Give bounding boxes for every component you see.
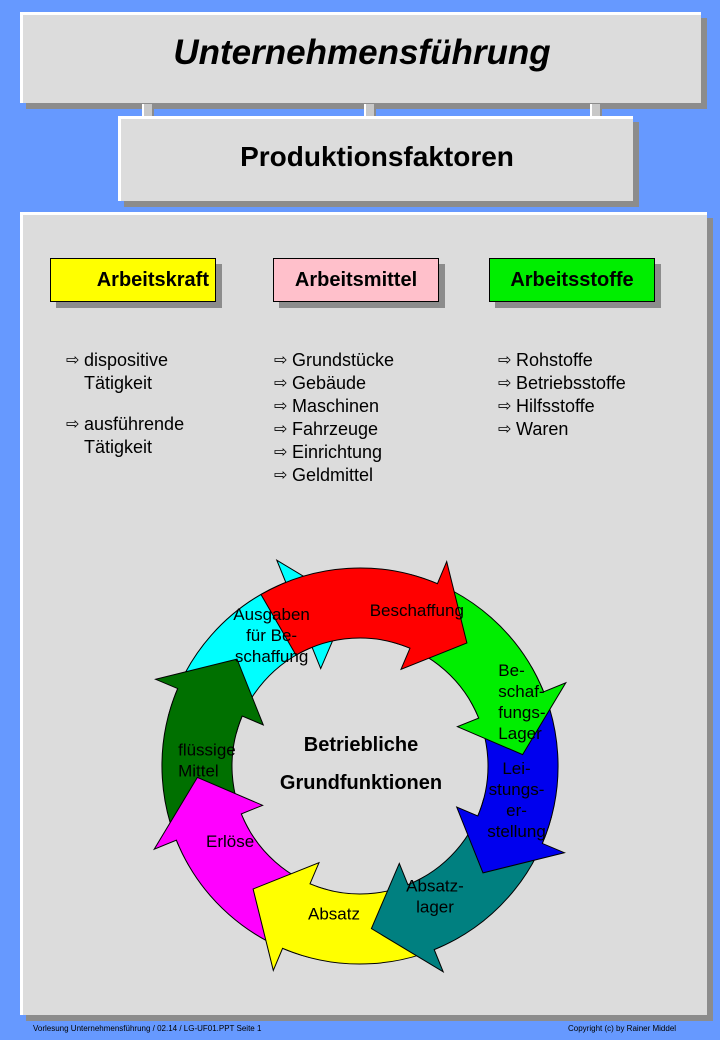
hollow-right-arrow-icon: ⇨ xyxy=(66,352,80,369)
list-arbeitsstoffe: ⇨Rohstoffe⇨Betriebsstoffe⇨Hilfsstoffe⇨Wa… xyxy=(498,349,688,441)
list-item: ⇨ausführende Tätigkeit xyxy=(66,413,266,459)
hollow-right-arrow-icon: ⇨ xyxy=(274,375,288,392)
cycle-segment-label: Absatz-lager xyxy=(406,876,464,916)
cycle-segment-label: Beschaffung xyxy=(370,601,464,620)
list-item-label: Hilfsstoffe xyxy=(516,396,595,416)
list-item-label: Grundstücke xyxy=(292,350,395,370)
category-label: Arbeitskraft xyxy=(96,268,209,291)
list-item: ⇨Betriebsstoffe xyxy=(498,372,688,395)
list-item: ⇨Waren xyxy=(498,418,688,441)
page-title: Unternehmensführung xyxy=(173,33,551,72)
cycle-segment-label: Erlöse xyxy=(206,832,254,851)
list-item: ⇨Rohstoffe xyxy=(498,349,688,372)
category-arbeitskraft: Arbeitskraft xyxy=(50,258,216,302)
category-label: Arbeitsstoffe xyxy=(510,268,634,291)
list-item-label: Fahrzeuge xyxy=(292,419,379,439)
list-item-label: Betriebsstoffe xyxy=(516,373,626,393)
list-item: ⇨Gebäude xyxy=(274,372,464,395)
list-item-label: Waren xyxy=(516,419,569,439)
cycle-segment-label: Absatz xyxy=(308,905,360,924)
hollow-right-arrow-icon: ⇨ xyxy=(498,398,512,415)
connector-right xyxy=(590,104,600,118)
category-label: Arbeitsmittel xyxy=(294,268,418,291)
title-box: Unternehmensführung xyxy=(20,12,701,103)
footer-left: Vorlesung Unternehmensführung / 02.14 / … xyxy=(33,1024,262,1033)
list-item: ⇨Grundstücke xyxy=(274,349,464,372)
cycle-center-line2: Grundfunktionen xyxy=(280,772,442,794)
list-item-label: Einrichtung xyxy=(292,442,383,462)
connector-middle xyxy=(364,104,374,118)
subtitle-box: Produktionsfaktoren xyxy=(118,116,633,201)
cycle-segment-label: Be-schaf-fungs-Lager xyxy=(498,661,545,743)
hollow-right-arrow-icon: ⇨ xyxy=(498,421,512,438)
category-arbeitsmittel: Arbeitsmittel xyxy=(273,258,439,302)
list-arbeitskraft: ⇨dispositive Tätigkeit⇨ausführende Tätig… xyxy=(66,349,266,477)
hollow-right-arrow-icon: ⇨ xyxy=(498,352,512,369)
list-item: ⇨Einrichtung xyxy=(274,441,464,464)
list-item-label: Geldmittel xyxy=(292,465,374,485)
connector-left xyxy=(142,104,152,118)
list-item-label: Gebäude xyxy=(292,373,367,393)
cycle-segment-label: Lei-stungs-er-stellung xyxy=(487,759,546,841)
list-item: ⇨dispositive Tätigkeit xyxy=(66,349,266,395)
list-item: ⇨Fahrzeuge xyxy=(274,418,464,441)
list-item-label: dispositive Tätigkeit xyxy=(84,350,169,393)
list-item: ⇨Geldmittel xyxy=(274,464,464,487)
footer-right: Copyright (c) by Rainer Middel xyxy=(568,1024,677,1033)
cycle-center-line1: Betriebliche xyxy=(304,734,418,756)
hollow-right-arrow-icon: ⇨ xyxy=(274,398,288,415)
hollow-right-arrow-icon: ⇨ xyxy=(274,444,288,461)
category-arbeitsstoffe: Arbeitsstoffe xyxy=(489,258,655,302)
hollow-right-arrow-icon: ⇨ xyxy=(274,352,288,369)
list-item: ⇨Maschinen xyxy=(274,395,464,418)
hollow-right-arrow-icon: ⇨ xyxy=(66,416,80,433)
list-item-label: Maschinen xyxy=(292,396,380,416)
cycle-arrow-segment xyxy=(260,560,468,671)
hollow-right-arrow-icon: ⇨ xyxy=(274,421,288,438)
hollow-right-arrow-icon: ⇨ xyxy=(498,375,512,392)
list-arbeitsmittel: ⇨Grundstücke⇨Gebäude⇨Maschinen⇨Fahrzeuge… xyxy=(274,349,464,487)
list-item-label: ausführende Tätigkeit xyxy=(84,414,185,457)
list-item: ⇨Hilfsstoffe xyxy=(498,395,688,418)
page-subtitle: Produktionsfaktoren xyxy=(240,141,514,172)
list-item-label: Rohstoffe xyxy=(516,350,593,370)
hollow-right-arrow-icon: ⇨ xyxy=(274,467,288,484)
